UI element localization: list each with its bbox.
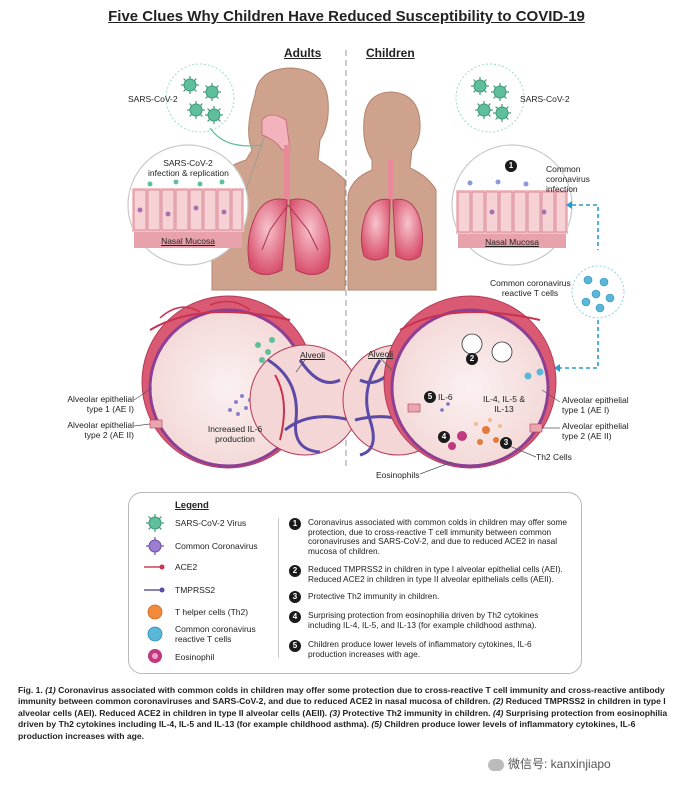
marker-2: 2: [466, 353, 478, 365]
legend-title: Legend: [175, 500, 209, 511]
legend-panel: [128, 492, 582, 674]
legend-item-common-coronavirus: Common Coronavirus: [175, 541, 258, 551]
ae1-label-right: Alveolar epithelial type 1 (AE I): [562, 395, 629, 415]
caption-lead: Fig. 1.: [18, 685, 43, 695]
alveoli-label-right: Alveoli: [368, 349, 394, 359]
common-corona-infection-label: Common coronavirus infection: [546, 164, 590, 194]
t-cell-path-top: [572, 204, 599, 250]
child-left-lung: [360, 198, 391, 261]
figure-title: Five Clues Why Children Have Reduced Sus…: [108, 8, 585, 25]
wechat-icon: [488, 758, 504, 771]
alveoli-label-left: Alveoli: [300, 350, 326, 360]
marker-3: 3: [500, 437, 512, 449]
reactive-t-cell-cluster: [571, 265, 625, 319]
legend-item-sars: SARS-CoV-2 Virus: [175, 518, 247, 528]
ae1-label-left: Alveolar epithelial type 1 (AE I): [67, 394, 134, 414]
ae2-label-left: Alveolar epithelial type 2 (AE II): [67, 420, 134, 440]
legend-divider: [278, 518, 279, 658]
tmprss2-icon: [144, 587, 165, 593]
legend-item-eosinophil: Eosinophil: [175, 652, 215, 662]
nasal-mucosa-label-right: Nasal Mucosa: [485, 237, 539, 247]
clue-1-number: 1: [289, 518, 301, 530]
clue-1-text: Coronavirus associated with common colds…: [308, 517, 568, 556]
il6-label: IL-6: [438, 392, 453, 402]
nasal-mucosa-label-left: Nasal Mucosa: [161, 236, 215, 246]
clue-5-text: Children produce lower levels of inflamm…: [308, 639, 532, 659]
infection-replication-label: SARS-CoV-2 infection & replication: [148, 158, 229, 178]
legend-item-tmprss2: TMPRSS2: [175, 585, 216, 595]
caption-num-1: (1): [45, 685, 56, 695]
clue-4-number: 4: [289, 611, 301, 623]
caption-num-5: (5): [371, 719, 382, 730]
common-coronavirus-icon: [146, 537, 164, 555]
adult-virus-cluster: [165, 63, 235, 133]
figure-caption: Fig. 1. (1) Coronavirus associated with …: [18, 685, 678, 742]
th2-cell-icon: [147, 604, 163, 620]
watermark-text: 微信号: kanxinjiapo: [508, 757, 611, 771]
marker-5: 5: [424, 391, 436, 403]
legend-item-ace2: ACE2: [175, 562, 198, 572]
sars-cov-2-virus-icon: [145, 514, 165, 533]
legend-item-reactive-t-cells: Common coronavirus reactive T cells: [175, 624, 256, 644]
adult-virus-arrow: [209, 127, 263, 147]
reactive-t-cells-label: Common coronavirus reactive T cells: [490, 278, 571, 298]
adult-torso: [211, 67, 346, 291]
eosinophils-label: Eosinophils: [376, 470, 420, 480]
caption-text-3: Protective Th2 immunity in children.: [340, 707, 493, 718]
adults-heading: Adults: [284, 46, 322, 60]
child-right-lung: [392, 198, 424, 261]
ae2-label-right: Alveolar epithelial type 2 (AE II): [562, 421, 629, 441]
ace2-icon: [144, 564, 165, 570]
reactive-t-cell-icon: [147, 626, 163, 642]
caption-text-5: Children produce lower levels of inflamm…: [18, 719, 636, 741]
wechat-watermark: 微信号: kanxinjiapo: [488, 755, 611, 772]
legend-icons: [144, 514, 165, 663]
children-heading: Children: [366, 46, 415, 60]
caption-text-1: Coronavirus associated with common colds…: [18, 685, 665, 707]
t-cell-path-bottom: [560, 320, 599, 369]
caption-num-2: (2): [492, 696, 504, 707]
sars-label-left: SARS-CoV-2: [128, 94, 178, 104]
caption-num-3: (3): [329, 707, 341, 718]
clue-4-text: Surprising protection from eosinophilia …: [308, 610, 539, 630]
adult-nasal-mucosa-inset: [127, 144, 249, 266]
child-nasal-mucosa-inset: [451, 144, 573, 266]
sars-label-right: SARS-CoV-2: [520, 94, 570, 104]
child-virus-cluster: [455, 63, 525, 133]
illustration: [127, 50, 625, 475]
child-trachea: [388, 160, 393, 200]
clue-3-text: Protective Th2 immunity in children.: [308, 591, 440, 601]
caption-num-4: (4): [492, 707, 504, 718]
clue-2-text: Reduced TMPRSS2 in children in type I al…: [308, 564, 563, 584]
child-torso: [347, 91, 437, 291]
adult-trachea: [284, 145, 290, 200]
clue-3-number: 3: [289, 591, 301, 603]
il6-production-label: Increased IL-6 production: [207, 424, 263, 444]
caption-text-4: Surprising protection from eosinophilia …: [18, 707, 668, 730]
marker-4: 4: [438, 431, 450, 443]
leader-lines: [133, 357, 561, 475]
il4-il5-il13-label: IL-4, IL-5 & IL-13: [482, 394, 526, 414]
eosinophil-icon: [148, 649, 162, 663]
th2-cells-label: Th2 Cells: [536, 452, 572, 462]
legend-item-th2: T helper cells (Th2): [175, 607, 249, 617]
clue-5-number: 5: [289, 640, 301, 652]
child-alveolus: [383, 295, 557, 469]
marker-1: 1: [505, 160, 517, 172]
caption-text-2: Reduced TMPRSS2 in children in type I al…: [18, 696, 666, 718]
clue-2-number: 2: [289, 565, 301, 577]
adult-right-lung: [289, 198, 331, 275]
